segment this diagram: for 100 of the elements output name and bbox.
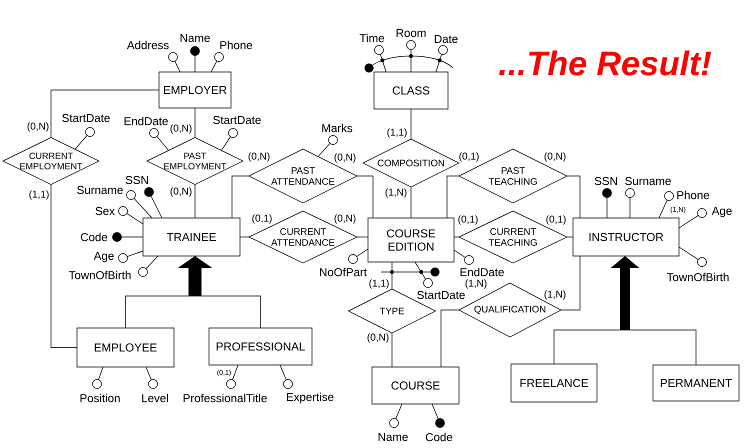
connector-line	[566, 176, 580, 218]
connector-line	[232, 176, 250, 218]
attribute-label: EndDate	[460, 268, 504, 276]
attribute-circle	[149, 128, 159, 138]
attribute-circle	[168, 52, 178, 62]
connector-line	[221, 136, 231, 151]
connector-line	[356, 176, 374, 218]
connector-line	[201, 296, 261, 328]
attribute-label: Time	[360, 34, 384, 42]
connector-line	[446, 176, 460, 218]
attribute-circle	[214, 52, 224, 62]
attribute-label: TownOfBirth	[666, 272, 729, 282]
attribute-circle	[625, 188, 635, 198]
attribute-dot	[435, 418, 445, 428]
connector-line	[630, 330, 696, 366]
attribute-label: Address	[126, 40, 169, 50]
attribute-label: Code	[80, 232, 108, 242]
entity-box: TRAINEE	[142, 218, 240, 256]
attribute-dot	[190, 46, 200, 56]
cardinality-label: (0,N)	[543, 152, 567, 162]
connector-line	[395, 404, 402, 420]
connector-line	[194, 184, 196, 218]
connector-line	[436, 54, 442, 72]
connector-line	[678, 215, 699, 228]
attribute-circle	[374, 45, 384, 55]
attribute-circle	[118, 206, 128, 216]
cardinality-label: (0,N)	[366, 332, 390, 344]
connector-line	[410, 108, 412, 140]
connector-line	[174, 60, 180, 72]
connector-line	[432, 404, 439, 420]
connector-line	[98, 366, 104, 380]
cardinality-label: (0,N)	[169, 186, 193, 198]
connector-line	[210, 60, 218, 72]
attribute-circle	[126, 190, 136, 200]
attribute-label: ProfessionalTitle	[184, 394, 267, 402]
attribute-label: Age	[712, 206, 732, 218]
cardinality-label: (0,N)	[333, 152, 357, 164]
cardinality-label: (0,1)	[457, 214, 479, 226]
attribute-label: Surname	[77, 186, 123, 194]
connector-line	[560, 256, 580, 310]
attribute-circle	[464, 255, 474, 265]
entity-box: EMPLOYEE	[76, 328, 174, 368]
connector-line	[356, 248, 368, 257]
attribute-circle	[438, 45, 448, 55]
connector-line	[125, 296, 189, 328]
attribute-label: Expertise	[286, 392, 334, 404]
attribute-label: Level	[142, 394, 168, 402]
connector-line	[126, 250, 144, 257]
attribute-circle	[389, 418, 399, 428]
cardinality-label: (1,N)	[464, 278, 488, 290]
connector-line	[414, 262, 426, 280]
attribute-label: Phone	[677, 190, 710, 200]
connector-line	[380, 54, 386, 72]
attribute-label: SSN	[594, 176, 617, 186]
attribute-circle	[348, 254, 358, 264]
attribute-label: Position	[80, 394, 120, 402]
title: ...The Result!	[499, 50, 712, 76]
entity-box: PERMANENT	[652, 364, 740, 402]
attribute-circle	[138, 267, 148, 277]
cardinality-label: (0,N)	[169, 124, 193, 134]
cardinality-label: (1,N)	[384, 188, 408, 198]
cardinality-label: (1,1)	[28, 190, 50, 200]
attribute-label: Room	[396, 29, 426, 38]
attribute-dot	[602, 188, 612, 198]
entity-box: COURSE	[372, 366, 460, 404]
attribute-circle	[118, 253, 128, 263]
cardinality-label: (0,N)	[247, 152, 271, 162]
attribute-label: Date	[434, 35, 458, 44]
connector-line	[678, 246, 699, 260]
cardinality-label: (1,N)	[543, 290, 567, 300]
cardinality-label: (0,1)	[458, 152, 480, 162]
connector-line	[146, 366, 152, 380]
connector-line	[50, 184, 78, 348]
connector-line	[194, 108, 196, 138]
attribute-label: EndDate	[124, 116, 168, 126]
attribute-label: StartDate	[417, 290, 465, 300]
connector-line	[146, 256, 158, 270]
attribute-circle	[328, 135, 338, 145]
connector-line	[134, 198, 152, 218]
connector-line	[150, 196, 162, 218]
cardinality-label: (1,1)	[386, 128, 408, 138]
attribute-label: Sex	[96, 206, 115, 216]
connector-line	[440, 310, 460, 368]
connector-line	[156, 136, 169, 151]
attribute-circle	[697, 257, 707, 267]
connector-line	[454, 236, 460, 238]
attribute-label: Surname	[625, 176, 671, 186]
attribute-circle	[228, 128, 238, 138]
attribute-label: Phone	[220, 40, 252, 50]
entity-box: FREELANCE	[510, 364, 598, 402]
connector-line	[410, 186, 412, 218]
attribute-label: StartDate	[213, 116, 261, 124]
connector-line	[74, 135, 88, 150]
attribute-label: NoOfPart	[320, 268, 367, 276]
connector-line	[410, 49, 412, 72]
attribute-circle	[697, 208, 707, 218]
connector-line	[194, 55, 196, 72]
connector-line	[232, 364, 238, 380]
cardinality-label: (0,N)	[26, 122, 50, 132]
attribute-label: Marks	[322, 124, 352, 132]
